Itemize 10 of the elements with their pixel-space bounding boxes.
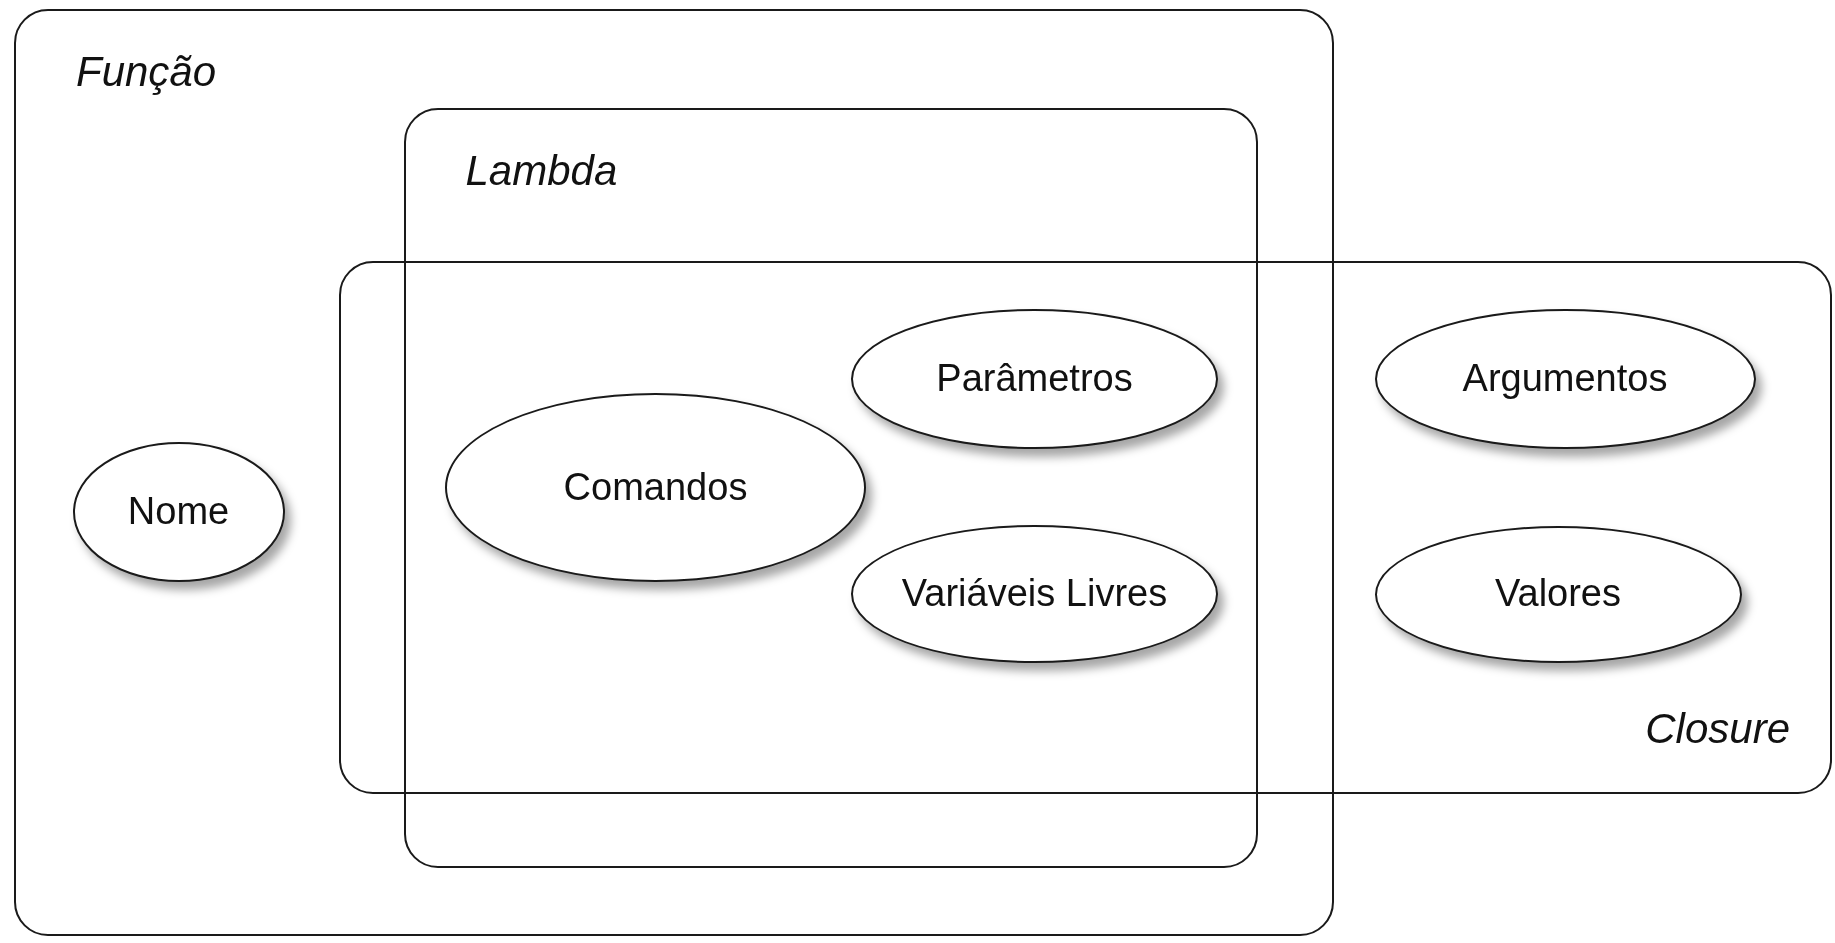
node-label: Nome (127, 488, 230, 534)
node-label: Valores (1495, 571, 1621, 617)
node-label: Variáveis Livres (901, 571, 1168, 617)
node-label: Parâmetros (936, 356, 1133, 402)
group-title: Closure (1645, 705, 1790, 752)
node-label: Comandos (563, 464, 748, 510)
group-title: Lambda (465, 147, 618, 194)
group-title: Função (76, 49, 217, 96)
node-label: Argumentos (1462, 355, 1668, 401)
group-frame (403, 107, 1258, 868)
